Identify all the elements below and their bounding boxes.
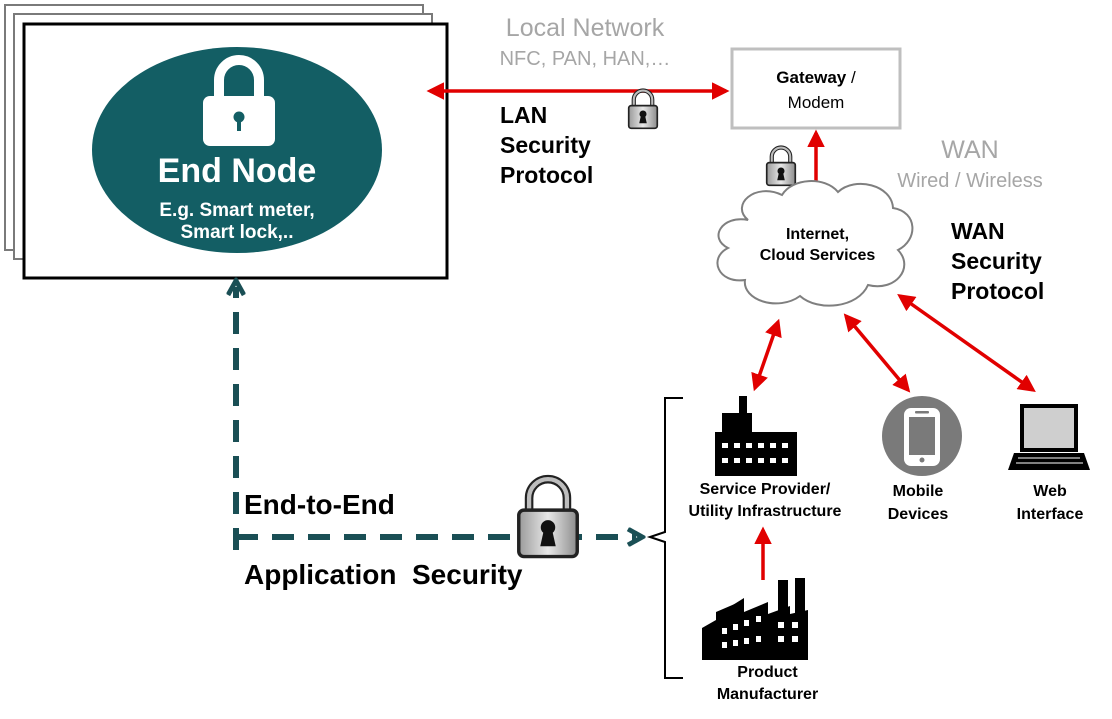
wan-padlock-icon [767, 148, 796, 186]
web-label-2: Interface [1016, 506, 1084, 523]
cloud-label-1: Internet, [785, 226, 850, 243]
end-node-ellipse [92, 47, 382, 253]
wan-title: WAN [941, 136, 999, 164]
building-icon [715, 396, 797, 476]
lan-padlock-icon [629, 91, 658, 129]
lan-protocol-2: Security [500, 132, 591, 158]
gateway-label-sep: / [846, 68, 856, 87]
gateway-label-2: Modem [787, 93, 845, 112]
group-bracket [646, 397, 683, 679]
gateway-label-1: Gateway / [732, 68, 900, 88]
mobile-label-2: Devices [887, 506, 949, 523]
end-node-example-2: Smart lock,.. [180, 222, 294, 243]
end-node-card-stack [4, 4, 449, 280]
wan-protocol-1: WAN [951, 218, 1005, 244]
laptop-icon [1008, 404, 1090, 470]
wan-protocol-2: Security [951, 248, 1042, 274]
end-node-title: End Node [157, 152, 317, 190]
wan-protocol-3: Protocol [951, 278, 1045, 304]
cloud-icon [716, 180, 914, 307]
lan-protocol-3: Protocol [500, 162, 594, 188]
wan-subtitle: Wired / Wireless [897, 170, 1043, 192]
cloud-web-arrow [897, 293, 1036, 393]
service-provider-label-1: Service Provider/ [699, 481, 831, 498]
padlock-icon [203, 55, 275, 146]
mobile-label-1: Mobile [892, 483, 944, 500]
manufacturer-label-2: Manufacturer [716, 686, 819, 703]
end-node-example-1: E.g. Smart meter, [159, 200, 315, 221]
local-network-title: Local Network [505, 14, 665, 42]
smartphone-icon [882, 396, 962, 476]
factory-icon [702, 578, 808, 660]
e2e-label-1: End-to-End [244, 489, 395, 520]
service-provider-label-2: Utility Infrastructure [688, 503, 842, 520]
gateway-label-bold: Gateway [776, 68, 847, 87]
e2e-label-2: Application Security [244, 559, 523, 590]
cloud-provider-arrow [751, 318, 782, 392]
lan-protocol-1: LAN [500, 102, 548, 128]
manufacturer-label-1: Product [737, 664, 798, 681]
cloud-mobile-arrow [843, 313, 911, 393]
gateway-box [730, 47, 902, 130]
web-label-1: Web [1033, 483, 1067, 500]
e2e-padlock-icon [519, 479, 577, 556]
local-network-subtitle: NFC, PAN, HAN,… [499, 48, 671, 70]
cloud-label-2: Cloud Services [759, 247, 876, 264]
